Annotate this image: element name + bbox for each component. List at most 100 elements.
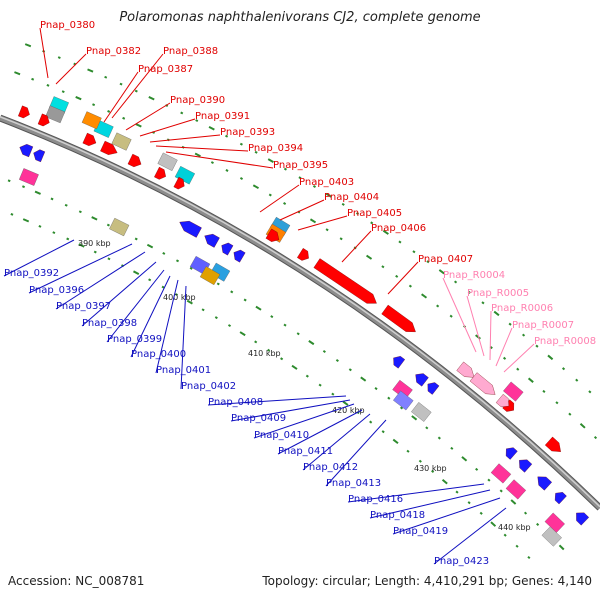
- forward-cds-arrow: [37, 113, 50, 127]
- label-leader-line: [125, 102, 171, 131]
- reverse-cds-arrow: [179, 220, 202, 238]
- ring-dot: [189, 266, 193, 270]
- ring-dot: [348, 368, 352, 372]
- ring-dot: [449, 314, 453, 318]
- gene-label: Pnap_0396: [29, 285, 84, 296]
- ring-dot: [201, 308, 205, 312]
- gene-label: Pnap_R0008: [534, 336, 596, 347]
- ring-dot: [107, 257, 111, 261]
- ring-dot: [510, 499, 517, 505]
- ring-dot: [382, 229, 389, 235]
- ring-dot: [366, 254, 373, 260]
- ring-dot: [254, 150, 258, 154]
- ring-dot: [239, 331, 246, 337]
- ring-dot: [455, 490, 459, 494]
- ring-dot: [481, 301, 485, 305]
- ring-dot: [162, 251, 166, 255]
- feature-block: [45, 105, 66, 124]
- ring-dot: [22, 218, 30, 223]
- ring-dot: [527, 555, 531, 560]
- ring-dot: [318, 383, 322, 387]
- forward-cds-arrow: [154, 166, 166, 180]
- ring-dot: [268, 193, 272, 197]
- reverse-cds-arrow: [204, 233, 220, 248]
- ring-dot: [527, 377, 534, 383]
- feature-block: [157, 152, 178, 171]
- accession-text: Accession: NC_008781: [8, 574, 145, 588]
- ring-dot: [325, 228, 329, 232]
- label-leader-line: [149, 134, 221, 143]
- ring-dot: [174, 293, 179, 297]
- gene-label: Pnap_0388: [163, 46, 218, 57]
- ring-dot: [412, 250, 416, 254]
- label-leader-line: [302, 413, 371, 471]
- forward-cds-arrow: [127, 153, 142, 168]
- gene-label: Pnap_0423: [434, 556, 489, 567]
- ring-dot: [214, 316, 218, 320]
- reverse-cds-arrow: [537, 476, 552, 491]
- ring-dot: [148, 278, 152, 282]
- feature-ring-dots: [7, 43, 598, 560]
- gene-label: Pnap_0380: [40, 20, 95, 31]
- gene-label: Pnap_0394: [248, 143, 303, 154]
- label-leader-line: [55, 53, 87, 85]
- gene-label: Pnap_0416: [348, 494, 403, 505]
- ring-dot: [225, 134, 229, 138]
- label-leader-line: [103, 71, 139, 123]
- label-leader-line: [180, 285, 187, 390]
- ring-dot: [148, 96, 155, 101]
- ring-dot: [291, 364, 298, 370]
- label-leader-line: [297, 215, 348, 231]
- backbone-line: [0, 115, 600, 510]
- ring-dot: [411, 415, 418, 421]
- gene-label: Pnap_0411: [278, 446, 333, 457]
- feature-block: [541, 526, 562, 547]
- ring-dot: [399, 406, 404, 410]
- ring-dot: [406, 449, 410, 453]
- ring-dot: [322, 349, 326, 353]
- label-leader-line: [489, 310, 492, 361]
- ring-dot: [7, 179, 11, 183]
- ring-dot: [134, 237, 138, 241]
- ring-dot: [93, 250, 97, 254]
- ring-dot: [283, 323, 287, 327]
- gene-label: Pnap_0408: [208, 397, 263, 408]
- ring-dot: [46, 83, 50, 87]
- ring-dot: [180, 111, 184, 115]
- ring-dot: [254, 340, 258, 344]
- rna-feature-arrow: [456, 361, 475, 378]
- feature-block: [490, 463, 512, 484]
- ring-dot: [499, 489, 503, 493]
- feature-block: [505, 479, 527, 500]
- ring-dot: [493, 310, 500, 317]
- backbone-highlight: [0, 116, 600, 508]
- scale-label: 440 kbp: [498, 523, 531, 532]
- ring-dot: [146, 243, 154, 249]
- gene-label: Pnap_0401: [156, 365, 211, 376]
- label-leader-line: [207, 395, 347, 406]
- label-leader-line: [387, 261, 419, 295]
- ring-dot: [78, 243, 85, 248]
- label-leader-line: [39, 27, 49, 79]
- gene-label: Pnap_0409: [231, 413, 286, 424]
- label-leader-line: [433, 507, 507, 565]
- reverse-cds-arrow: [427, 382, 440, 395]
- reverse-cds-arrow: [233, 249, 246, 263]
- label-leader-line: [55, 251, 146, 310]
- scale-label: 390 kbp: [78, 239, 111, 248]
- ring-dot: [50, 197, 54, 201]
- ring-dot: [593, 435, 598, 440]
- ring-dot: [561, 367, 566, 371]
- ring-dot: [523, 511, 528, 515]
- ring-dot: [381, 430, 385, 434]
- label-leader-line: [155, 279, 179, 374]
- feature-block: [393, 390, 414, 411]
- ring-dot: [87, 68, 94, 73]
- label-leader-line: [466, 295, 485, 357]
- gene-label: Pnap_0410: [254, 430, 309, 441]
- label-leader-line: [130, 275, 171, 358]
- ring-dot: [335, 359, 339, 363]
- ring-dot: [395, 274, 399, 278]
